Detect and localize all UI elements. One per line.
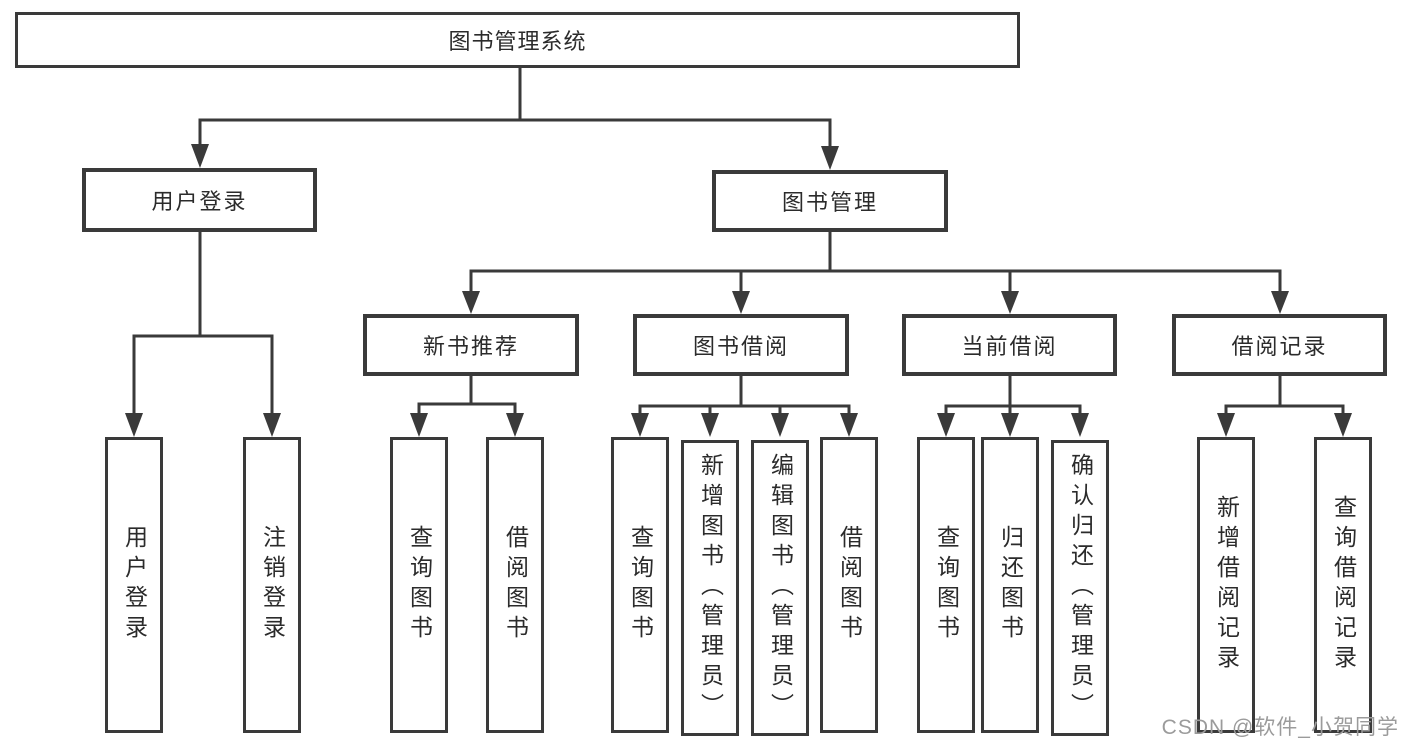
- node-label: 编辑图书（管理员）: [767, 453, 794, 723]
- node-label: 确认归还（管理员）: [1067, 453, 1094, 723]
- leaf-query-books-current: 查询图书: [917, 437, 975, 733]
- node-label: 用户登录: [121, 525, 148, 645]
- node-label: 新增借阅记录: [1213, 495, 1240, 675]
- leaf-borrow-books: 借阅图书: [820, 437, 878, 733]
- leaf-query-books-recommend: 查询图书: [390, 437, 448, 733]
- node-label: 查询借阅记录: [1330, 495, 1357, 675]
- node-label: 图书管理系统: [448, 29, 587, 54]
- node-label: 图书借阅: [692, 334, 789, 359]
- node-label: 注销登录: [259, 525, 286, 645]
- leaf-edit-book-admin: 编辑图书（管理员）: [751, 440, 809, 736]
- leaf-return-book: 归还图书: [981, 437, 1039, 733]
- node-book-borrow: 图书借阅: [633, 314, 849, 376]
- node-label: 借阅图书: [502, 525, 529, 645]
- node-label: 查询图书: [933, 525, 960, 645]
- node-label: 查询图书: [627, 525, 654, 645]
- leaf-add-book-admin: 新增图书（管理员）: [681, 440, 739, 736]
- leaf-user-login: 用户登录: [105, 437, 163, 733]
- leaf-add-borrow-record: 新增借阅记录: [1197, 437, 1255, 733]
- leaf-query-books-borrow: 查询图书: [611, 437, 669, 733]
- node-label: 查询图书: [406, 525, 433, 645]
- node-label: 图书管理: [781, 190, 878, 215]
- node-borrow-records: 借阅记录: [1172, 314, 1387, 376]
- node-book-management: 图书管理: [712, 170, 948, 232]
- node-label: 新增图书（管理员）: [697, 453, 724, 723]
- node-label: 借阅记录: [1231, 334, 1328, 359]
- node-current-borrow: 当前借阅: [902, 314, 1117, 376]
- node-label: 借阅图书: [836, 525, 863, 645]
- node-user-login: 用户登录: [82, 168, 317, 232]
- leaf-query-borrow-record: 查询借阅记录: [1314, 437, 1372, 733]
- node-label: 新书推荐: [422, 334, 519, 359]
- node-new-book-recommend: 新书推荐: [363, 314, 579, 376]
- leaf-logout: 注销登录: [243, 437, 301, 733]
- leaf-confirm-return-admin: 确认归还（管理员）: [1051, 440, 1109, 736]
- leaf-borrow-books-recommend: 借阅图书: [486, 437, 544, 733]
- node-label: 归还图书: [997, 525, 1024, 645]
- node-label: 用户登录: [151, 189, 248, 214]
- node-label: 当前借阅: [961, 334, 1058, 359]
- node-library-management-system: 图书管理系统: [15, 12, 1020, 68]
